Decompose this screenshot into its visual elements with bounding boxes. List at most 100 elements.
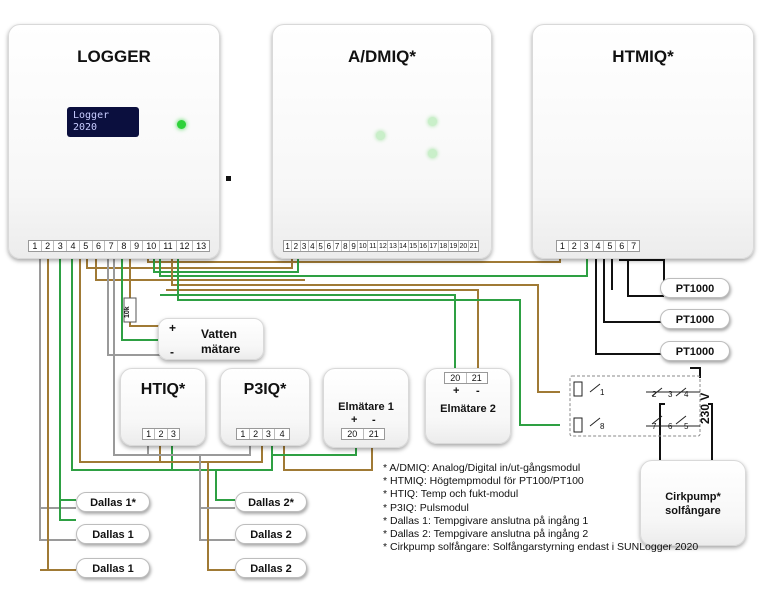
terminal: 4 (309, 241, 317, 251)
wire (199, 455, 235, 541)
dallas-sensor: Dallas 1* (76, 492, 150, 512)
elmatare1-terminal-strip: 20 21 (341, 428, 385, 440)
terminal: 4 (593, 241, 605, 251)
terminal: 4 (67, 241, 80, 251)
wire (708, 403, 713, 462)
wire (659, 403, 665, 462)
dallas-sensor: Dallas 1 (76, 558, 150, 578)
terminal: 21 (469, 243, 478, 250)
resistor (123, 297, 137, 323)
wire (690, 367, 701, 378)
wire (153, 252, 299, 273)
display-line: Logger (73, 110, 110, 121)
relay-outline (569, 375, 701, 437)
relay-contact: 8 (600, 422, 605, 431)
dallas-sensor: Dallas 2 (235, 558, 307, 578)
logger-module: LOGGER Logger 2020 (8, 24, 220, 259)
terminal: 5 (317, 241, 326, 251)
plus-sign: + (169, 321, 177, 335)
terminal: 11 (369, 241, 379, 251)
relay-contact: 6 (668, 422, 673, 431)
pt1000-sensor: PT1000 (660, 309, 730, 329)
terminal: 20 (459, 241, 469, 251)
footnote: * Cirkpump solfångare: Solfångarstyrning… (383, 541, 699, 554)
pt1000-sensor: PT1000 (660, 341, 730, 361)
logger-display: Logger 2020 (67, 107, 139, 137)
footnotes: * A/DMIQ: Analog/Digital in/ut-gångsmodu… (383, 462, 698, 554)
status-led (428, 149, 437, 158)
wire (79, 252, 161, 463)
terminal: 3 (54, 241, 68, 251)
meter-label: Vatten (201, 327, 238, 341)
terminal: 2 (155, 429, 168, 439)
terminal: 4 (279, 429, 285, 439)
terminal: 10 (358, 241, 369, 251)
status-led (376, 131, 385, 140)
terminal: 13 (196, 241, 207, 251)
wire (86, 252, 293, 269)
wire (207, 462, 235, 571)
admiq-terminal-strip: 1 2 3 4 5 6 7 8 9 10 11 12 13 14 15 16 1… (283, 240, 479, 252)
wire (603, 252, 664, 323)
module-title: Cirkpump* (665, 491, 721, 503)
terminal: 7 (631, 241, 637, 251)
admiq-module: A/DMIQ* (272, 24, 492, 259)
display-line: 2020 (73, 122, 98, 133)
footnote: * Dallas 1: Tempgivare anslutna på ingån… (383, 514, 589, 527)
terminal: 8 (118, 241, 131, 251)
wire (59, 252, 76, 521)
terminal: 7 (105, 241, 119, 251)
plus-sign: + (351, 414, 358, 426)
module-title: HTIQ* (140, 381, 186, 398)
terminal: 9 (131, 241, 144, 251)
terminal: 18 (439, 241, 449, 251)
terminal: 1 (284, 241, 293, 251)
footnote: * Dallas 2: Tempgivare anslutna på ingån… (383, 528, 589, 541)
cirkpump-module: Cirkpump* solfångare (640, 460, 746, 546)
terminal: 6 (93, 241, 106, 251)
wire (215, 470, 235, 501)
footnote: * P3IQ: Pulsmodul (383, 501, 469, 514)
wire (160, 440, 263, 463)
wire (595, 252, 664, 355)
terminal: 21 (471, 373, 482, 383)
status-led (428, 117, 437, 126)
footnote: * A/DMIQ: Analog/Digital in/ut-gångsmodu… (383, 462, 581, 474)
wire (172, 440, 273, 471)
plus-sign: + (453, 385, 460, 397)
wire (166, 289, 479, 372)
terminal: 16 (419, 241, 429, 251)
relay-switch (589, 383, 601, 427)
htmiq-terminal-strip: 1 2 3 4 5 6 7 (556, 240, 640, 252)
module-title: HTMIQ* (612, 47, 674, 66)
relay-contact: 1 (600, 388, 605, 397)
terminal: 6 (616, 241, 629, 251)
terminal: 2 (292, 241, 301, 251)
terminal: 5 (80, 241, 93, 251)
module-title: LOGGER (77, 47, 151, 66)
minus-sign: - (372, 414, 376, 426)
status-led (177, 120, 186, 129)
wire (107, 252, 160, 356)
relay-coil (573, 381, 583, 397)
module-title: solfångare (665, 505, 721, 517)
dallas-sensor: Dallas 2 (235, 524, 307, 544)
relay-contact: 2 (652, 390, 657, 399)
terminal: 9 (350, 241, 359, 251)
terminal: 6 (325, 241, 334, 251)
terminal: 2 (42, 241, 55, 251)
module-title: Elmätare 1 (338, 401, 394, 413)
module-title: P3IQ* (243, 381, 287, 398)
terminal: 21 (368, 429, 379, 439)
wire (95, 252, 305, 281)
terminal: 19 (449, 241, 459, 251)
pt1000-sensor: PT1000 (660, 278, 730, 298)
footnote: * HTMIQ: Högtempmodul för PT100/PT100 (383, 475, 584, 488)
htiq-terminal-strip: 1 2 3 (142, 428, 180, 440)
module-title: A/DMIQ* (348, 47, 416, 66)
terminal: 5 (604, 241, 617, 251)
terminal: 1 (143, 429, 156, 439)
terminal: 12 (379, 241, 389, 251)
wire (113, 252, 149, 456)
